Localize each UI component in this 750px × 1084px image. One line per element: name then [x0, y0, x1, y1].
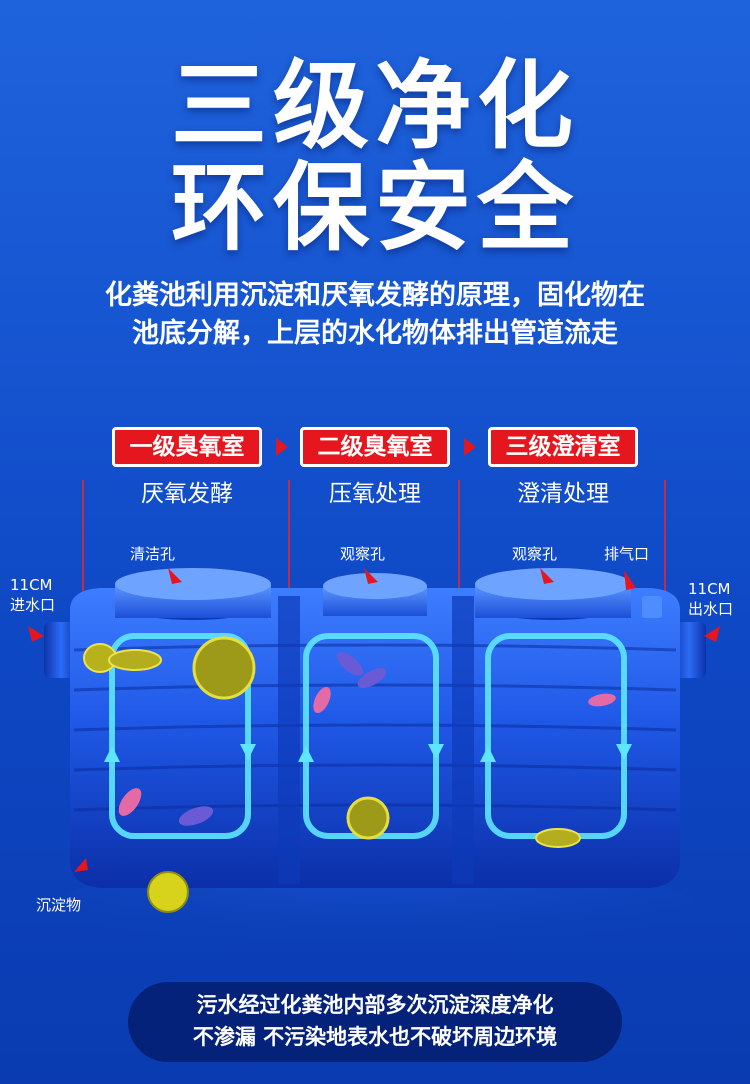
outlet-size-label: 11CM [688, 580, 731, 598]
septic-tank-illustration [44, 568, 706, 980]
observe-hole-label-2: 观察孔 [512, 545, 558, 563]
stage-2-badge: 二级臭氧室 [300, 427, 450, 467]
arrow-right-icon [276, 438, 288, 456]
stage-3-process: 澄清处理 [517, 481, 609, 507]
divider-line [664, 480, 666, 630]
stage-1-badge: 一级臭氧室 [112, 427, 262, 467]
observe-hole-label-1: 观察孔 [340, 545, 386, 563]
cleaning-hole-label: 清洁孔 [130, 545, 176, 563]
arrow-pointer-icon [624, 570, 636, 590]
arrow-pointer-icon [540, 568, 554, 584]
stage-2-process: 压氧处理 [329, 481, 421, 507]
footer-line-1: 污水经过化粪池内部多次沉淀深度净化 [196, 993, 554, 1017]
bacteria-icon [83, 636, 616, 913]
arrow-pointer-icon [168, 568, 182, 584]
headline-line-2: 环保安全 [171, 152, 579, 264]
footer-line-2: 不渗漏 不污染地表水也不破坏周边环境 [192, 1025, 558, 1049]
sediment-label: 沉淀物 [36, 896, 82, 914]
arrow-pointer-icon [28, 626, 44, 642]
description-line-1: 化粪池利用沉淀和厌氧发酵的原理，固化物在 [105, 280, 645, 311]
outlet-label: 出水口 [688, 600, 734, 618]
headline-line-1: 三级净化 [171, 50, 579, 162]
arrow-pointer-icon [364, 568, 378, 584]
arrow-pointer-icon [704, 626, 720, 642]
description-line-2: 池底分解，上层的水化物体排出管道流走 [132, 318, 618, 349]
divider-line [288, 480, 290, 630]
inlet-label: 进水口 [10, 596, 56, 614]
stage-1-process: 厌氧发酵 [141, 481, 233, 507]
divider-line [458, 480, 460, 630]
arrow-right-icon [464, 438, 476, 456]
stage-3-badge: 三级澄清室 [488, 427, 638, 467]
arrow-pointer-icon [74, 858, 88, 872]
inlet-size-label: 11CM [10, 576, 53, 594]
footer-pill [128, 982, 622, 1062]
divider-line [82, 480, 84, 630]
exhaust-port-label: 排气口 [604, 545, 650, 563]
